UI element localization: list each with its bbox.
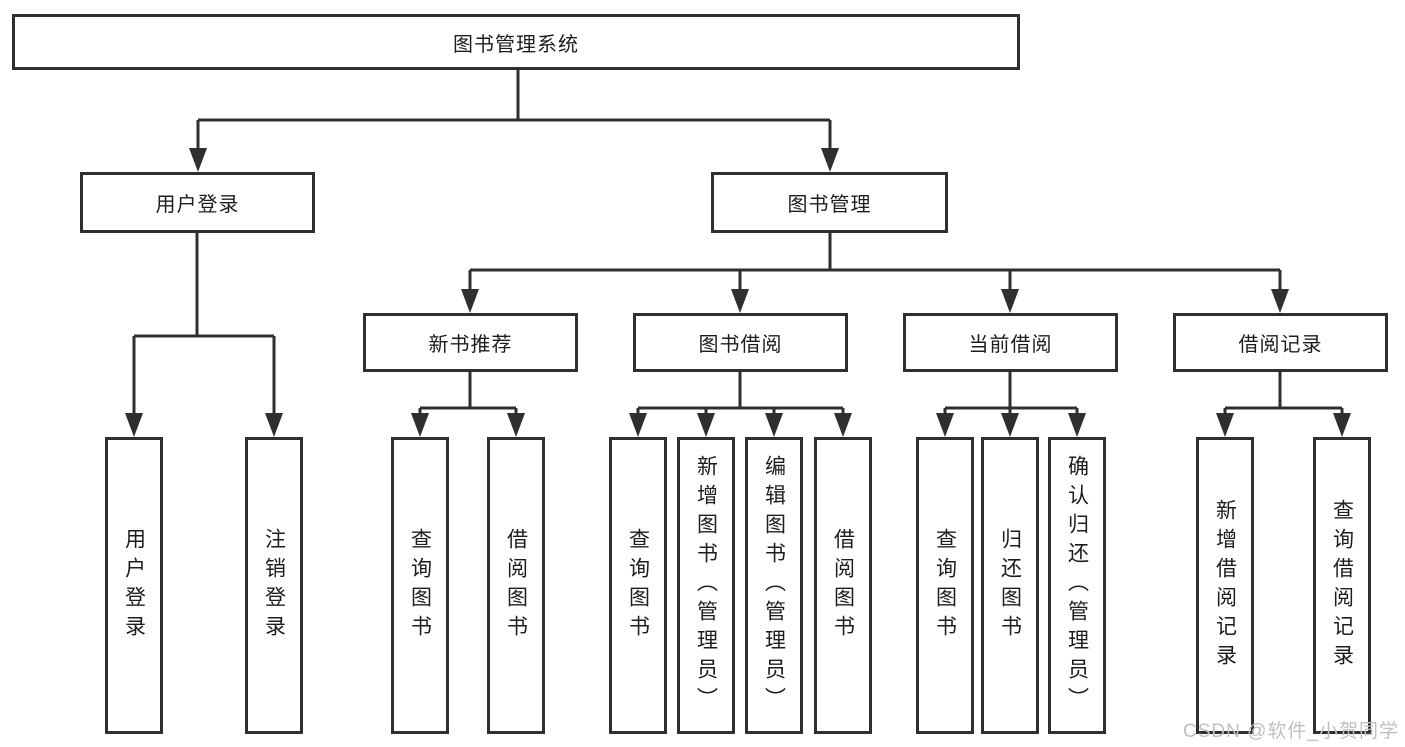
node-label: 图书借阅 bbox=[698, 334, 783, 356]
leaf-label: 归还图书 bbox=[998, 527, 1022, 644]
leaf-add-books-admin: 新增图书（管理员） bbox=[677, 437, 735, 734]
node-new-book-recommend: 新书推荐 bbox=[363, 313, 578, 372]
leaf-label: 新增借阅记录 bbox=[1213, 498, 1237, 673]
node-user-login: 用户登录 bbox=[80, 172, 315, 233]
leaf-label: 确认归还（管理员） bbox=[1065, 455, 1089, 716]
node-book-borrow: 图书借阅 bbox=[633, 313, 848, 372]
leaf-label: 查询借阅记录 bbox=[1330, 498, 1354, 673]
leaf-query-borrow-record: 查询借阅记录 bbox=[1313, 437, 1371, 734]
node-borrow-records: 借阅记录 bbox=[1173, 313, 1388, 372]
arrowheads bbox=[125, 148, 1351, 437]
leaf-logout: 注销登录 bbox=[245, 437, 303, 734]
leaf-borrow-books-1: 借阅图书 bbox=[487, 437, 545, 734]
leaf-add-borrow-record: 新增借阅记录 bbox=[1196, 437, 1254, 734]
leaf-query-books-2: 查询图书 bbox=[609, 437, 667, 734]
leaf-confirm-return-admin: 确认归还（管理员） bbox=[1048, 437, 1106, 734]
leaf-label: 借阅图书 bbox=[504, 527, 528, 644]
leaf-label: 查询图书 bbox=[626, 527, 650, 644]
leaf-query-books-3: 查询图书 bbox=[916, 437, 974, 734]
leaf-label: 编辑图书（管理员） bbox=[762, 455, 786, 716]
node-library-management-system: 图书管理系统 bbox=[12, 14, 1020, 70]
node-label: 当前借阅 bbox=[968, 334, 1053, 356]
node-label: 新书推荐 bbox=[428, 334, 513, 356]
node-current-borrow: 当前借阅 bbox=[903, 313, 1118, 372]
leaf-label: 用户登录 bbox=[122, 527, 146, 644]
leaf-query-books-1: 查询图书 bbox=[391, 437, 449, 734]
node-label: 用户登录 bbox=[155, 194, 240, 216]
leaf-label: 查询图书 bbox=[408, 527, 432, 644]
leaf-user-login: 用户登录 bbox=[105, 437, 163, 734]
leaf-label: 借阅图书 bbox=[831, 527, 855, 644]
leaf-label: 注销登录 bbox=[262, 527, 286, 644]
node-label: 借阅记录 bbox=[1238, 334, 1323, 356]
leaf-label: 新增图书（管理员） bbox=[694, 455, 718, 716]
leaf-return-books: 归还图书 bbox=[981, 437, 1039, 734]
node-label: 图书管理系统 bbox=[453, 33, 579, 56]
leaf-borrow-books-2: 借阅图书 bbox=[814, 437, 872, 734]
node-label: 图书管理 bbox=[787, 194, 872, 216]
csdn-watermark: CSDN @软件_小贺同学 bbox=[1183, 721, 1399, 742]
leaf-edit-books-admin: 编辑图书（管理员） bbox=[745, 437, 803, 734]
leaf-label: 查询图书 bbox=[933, 527, 957, 644]
node-book-management: 图书管理 bbox=[711, 172, 948, 233]
